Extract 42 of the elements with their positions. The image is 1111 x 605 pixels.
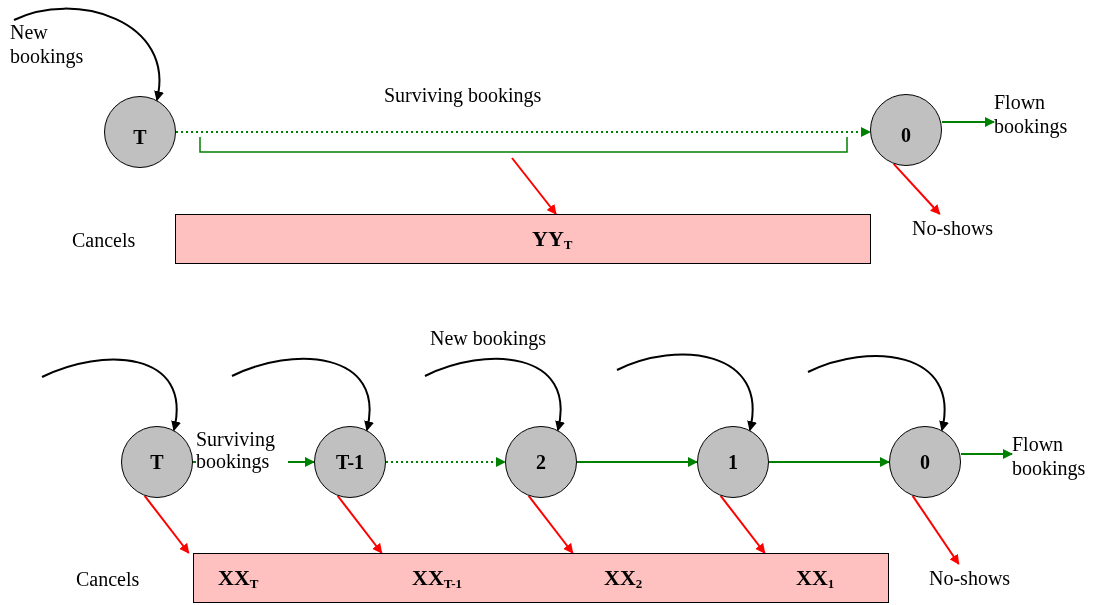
- state-circle: T-1: [314, 426, 386, 498]
- arrow: [143, 494, 190, 554]
- arrow: [719, 494, 766, 554]
- bar-label: XX$_{2}$: [604, 567, 643, 589]
- arrow: [911, 494, 960, 565]
- arrow: [892, 162, 941, 215]
- arrow: [576, 457, 698, 467]
- flow-label: Flown bookings: [994, 90, 1094, 138]
- arrow: [616, 353, 757, 432]
- state-circle: T: [121, 426, 193, 498]
- flow-label: New bookings: [10, 20, 110, 68]
- arrow: [511, 157, 557, 215]
- flow-label: No-shows: [929, 566, 1033, 590]
- arrow: [385, 457, 506, 467]
- state-circle: T: [104, 96, 176, 168]
- arrow: [960, 449, 1013, 459]
- state-circle: 2: [505, 426, 577, 498]
- flow-label: Flown bookings: [1012, 432, 1111, 480]
- arrow: [527, 494, 574, 554]
- cancels-bar: [193, 553, 889, 603]
- bar-label: YY$_{T}$: [532, 228, 573, 250]
- state-circle: 0: [870, 94, 942, 166]
- arrow: [807, 355, 949, 432]
- bracket: [199, 136, 848, 153]
- side-label: Cancels: [72, 228, 136, 252]
- state-circle: 1: [697, 426, 769, 498]
- bar-label: XX$_{T-1}$: [412, 567, 463, 589]
- arrow: [424, 357, 565, 432]
- arrow: [175, 127, 871, 137]
- arrow: [231, 357, 374, 432]
- arrow: [336, 494, 383, 554]
- bar-label: XX$_{1}$: [796, 567, 835, 589]
- arrow: [41, 358, 181, 432]
- state-circle: 0: [889, 426, 961, 498]
- side-label: Cancels: [76, 567, 140, 591]
- section-heading: New bookings: [430, 326, 547, 350]
- arrow: [941, 117, 995, 127]
- arrow: [768, 457, 890, 467]
- cancels-bar: [175, 214, 871, 264]
- arrow: [13, 7, 164, 102]
- bar-label: XX$_{T}$: [218, 567, 259, 589]
- flow-label: No-shows: [912, 216, 1016, 240]
